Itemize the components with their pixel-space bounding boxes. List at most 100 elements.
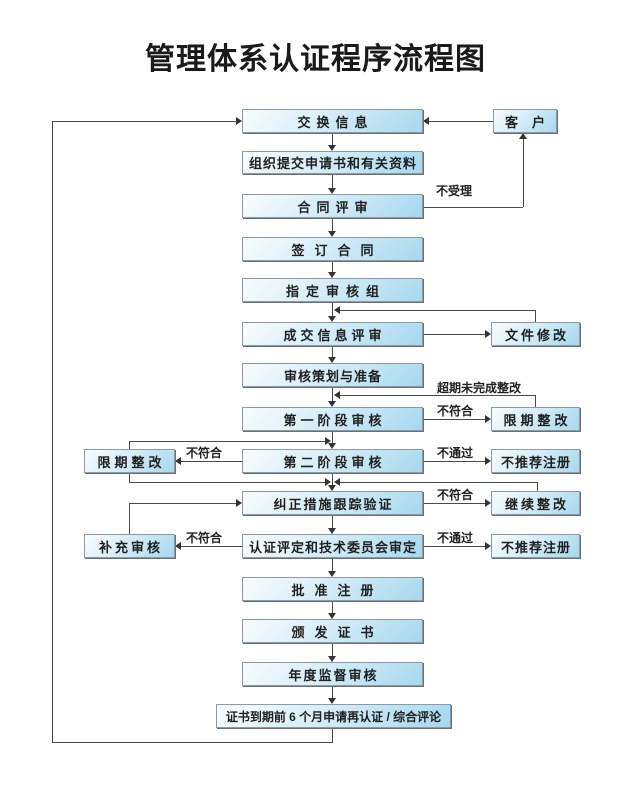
node-corrective-action-tracking-label: 纠正措施跟踪验证 — [273, 496, 394, 512]
node-no-recommend-registration-1: 不推荐注册 — [491, 449, 580, 473]
connector-stage2-to-noreco1 — [424, 461, 485, 462]
connector-stage2-to-rectifyL — [181, 461, 242, 462]
arrowhead-down-recert — [328, 698, 336, 704]
node-annual-surveillance-audit: 年度监督审核 — [242, 662, 423, 686]
arrowhead-down-approve — [328, 571, 336, 577]
edge-label-stage2-fail: 不通过 — [437, 446, 474, 460]
connector-stage2-to-tracking — [332, 473, 333, 485]
arrowhead-left-docmod-feedback — [334, 306, 340, 314]
connector-recert-down — [332, 728, 333, 742]
arrowhead-down-issue — [328, 613, 336, 619]
page-title: 管理体系认证程序流程图 — [145, 43, 486, 76]
node-stage1-audit-label: 第一阶段审核 — [283, 412, 386, 428]
connector-submit-to-contract — [332, 174, 333, 188]
edge-label-stage2-nonconforming: 不符合 — [186, 446, 223, 460]
arrowhead-down-sign — [328, 231, 336, 237]
connector-docmod-feedback-h — [340, 310, 535, 311]
connector-inforeview-to-planning — [332, 346, 333, 357]
connector-stage1-to-rectifyR — [424, 419, 485, 420]
connector-rectifyL-top-v — [129, 441, 130, 449]
node-limited-rectification-right-label: 限期整改 — [503, 412, 572, 428]
connector-contract-to-sign — [332, 218, 333, 231]
arrowhead-left-continue-feedback — [334, 478, 340, 486]
arrowhead-down-annual — [328, 656, 336, 662]
node-approve-registration: 批准注册 — [242, 577, 423, 601]
arrowhead-down-submit — [328, 145, 336, 151]
arrowhead-right-noreco2 — [485, 542, 491, 550]
connector-issue-to-annual — [332, 643, 333, 656]
connector-evaluation-to-noreco2 — [424, 546, 485, 547]
node-assign-audit-team-label: 指定审核组 — [285, 283, 386, 299]
arrowhead-down-contract — [328, 188, 336, 194]
node-sign-contract-label: 签订合同 — [291, 242, 384, 258]
connector-rectifyL-bottom-v — [129, 473, 130, 482]
connector-loop-bottom — [52, 742, 333, 743]
edge-label-not-accepted: 不受理 — [436, 184, 473, 198]
node-issue-certificate: 颁发证书 — [242, 619, 423, 643]
edge-label-evaluation-fail: 不通过 — [437, 531, 474, 545]
node-assign-audit-team: 指定审核组 — [242, 278, 423, 302]
node-doc-modification-label: 文件修改 — [504, 327, 569, 343]
connector-loop-left — [52, 121, 53, 742]
connector-continue-feedback-h — [340, 482, 537, 483]
connector-supp-feedback-h — [129, 503, 236, 504]
arrowhead-down-tracking — [328, 485, 336, 491]
edge-label-stage1-nonconforming: 不符合 — [437, 404, 474, 418]
edge-label-overdue-rectification: 超期未完成整改 — [437, 381, 522, 395]
arrowhead-up-customer — [519, 133, 527, 139]
node-supplementary-audit-label: 补充审核 — [98, 539, 163, 555]
node-stage1-audit: 第一阶段审核 — [242, 407, 423, 431]
connector-evaluation-to-approve — [332, 558, 333, 571]
arrowhead-down-team — [328, 272, 336, 278]
arrowhead-down-inforeview — [328, 316, 336, 322]
node-audit-planning: 审核策划与准备 — [242, 363, 423, 387]
arrowhead-left-supp — [175, 542, 181, 550]
connector-notaccepted-v — [523, 139, 524, 207]
arrowhead-right-noreco1 — [485, 457, 491, 465]
arrowhead-down-stage2 — [328, 443, 336, 449]
arrowhead-right-tracking-left — [236, 499, 242, 507]
edge-label-tracking-nonconforming: 不符合 — [437, 488, 474, 502]
connector-rectifyR-feedback-v — [535, 395, 536, 407]
node-transaction-info-review: 成交信息评审 — [242, 322, 423, 346]
node-continue-rectification-label: 继续整改 — [504, 496, 569, 512]
node-customer: 客户 — [493, 109, 557, 133]
node-continue-rectification: 继续整改 — [491, 491, 580, 515]
node-submit-application-label: 组织提交申请书和有关资料 — [248, 156, 417, 171]
node-sign-contract: 签订合同 — [242, 237, 423, 261]
connector-notaccepted-h — [424, 207, 523, 208]
connector-customer-to-exchange — [429, 121, 493, 122]
arrowhead-left-exchange — [423, 117, 429, 125]
node-doc-modification: 文件修改 — [491, 322, 580, 346]
connector-annual-to-recert — [332, 686, 333, 698]
node-exchange-info: 交换信息 — [242, 109, 423, 133]
edge-label-evaluation-nonconforming: 不符合 — [186, 531, 223, 545]
node-cert-evaluation-label: 认证评定和技术委员会审定 — [248, 539, 417, 555]
connector-evaluation-to-supp — [181, 546, 242, 547]
node-limited-rectification-right: 限期整改 — [491, 407, 580, 431]
node-limited-rectification-left-label: 限期整改 — [97, 454, 166, 470]
node-stage2-audit-label: 第二阶段审核 — [283, 454, 386, 470]
node-submit-application: 组织提交申请书和有关资料 — [242, 151, 423, 174]
arrowhead-right-exchange — [236, 117, 242, 125]
node-cert-evaluation: 认证评定和技术委员会审定 — [242, 534, 423, 558]
connector-rectifyL-bottom-h — [129, 482, 326, 483]
node-contract-review-label: 合同评审 — [297, 199, 374, 215]
arrowhead-right-rectifyR — [485, 415, 491, 423]
node-transaction-info-review-label: 成交信息评审 — [283, 327, 386, 343]
connector-tracking-to-continue — [424, 503, 485, 504]
connector-supp-feedback-v — [129, 503, 130, 534]
connector-rectifyR-feedback-h — [340, 395, 535, 396]
arrowhead-down-stage1 — [328, 401, 336, 407]
connector-exchange-to-submit — [332, 133, 333, 145]
connector-loop-top — [52, 121, 236, 122]
connector-stage1-to-stage2 — [332, 431, 333, 443]
node-issue-certificate-label: 颁发证书 — [291, 624, 384, 640]
connector-inforeview-to-docmod — [424, 334, 485, 335]
connector-docmod-feedback-v — [535, 310, 536, 322]
arrowhead-right-docmod — [485, 330, 491, 338]
arrowhead-right-rectifyL-bottom — [325, 478, 331, 486]
node-limited-rectification-left: 限期整改 — [84, 449, 175, 473]
arrowhead-right-rectifyL-top — [325, 437, 331, 445]
